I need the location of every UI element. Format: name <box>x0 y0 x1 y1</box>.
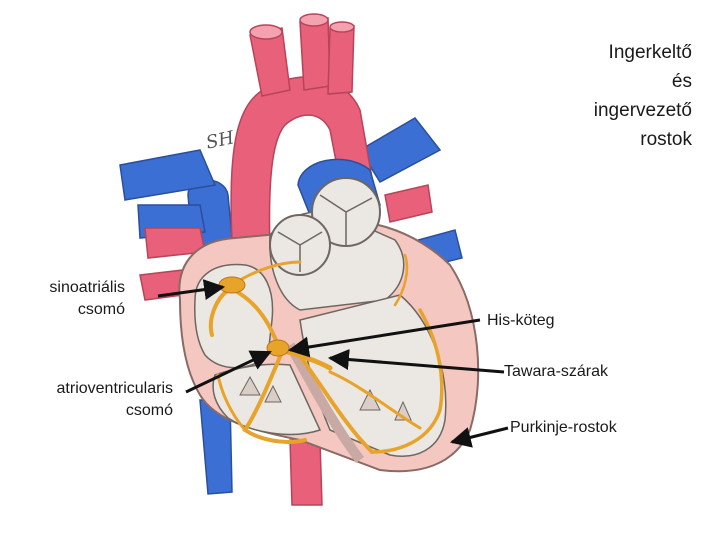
conduction-system <box>208 253 444 454</box>
arrow-tawara-branches <box>327 349 505 374</box>
label-sa-node: sinoatriális csomó <box>49 277 125 321</box>
artist-signature: SH <box>204 127 236 153</box>
left-pulmonary-veins <box>119 149 217 201</box>
label-his-bundle: His-köteg <box>487 312 555 329</box>
sa-node <box>218 276 246 294</box>
aortic-arch <box>230 76 373 251</box>
label-tawara-branches: Tawara-szárak <box>504 363 609 380</box>
label-purkinje-fibers: Purkinje-rostok <box>510 419 617 436</box>
diagram-title: Ingerkeltő és ingervezető rostok <box>594 38 692 154</box>
purkinje-mid <box>328 370 422 430</box>
title-line-4: rostok <box>640 129 692 150</box>
purkinje-left <box>370 308 444 454</box>
av-node <box>266 339 290 357</box>
title-line-1: Ingerkeltő <box>608 42 692 63</box>
arrow-purkinje-fibers <box>449 426 509 448</box>
descending-aorta <box>289 439 323 506</box>
left-subclavian-artery <box>327 25 355 95</box>
label-av-node-line1: atrioventricularis <box>56 380 173 397</box>
label-sa-node-line2: csomó <box>77 301 125 318</box>
label-sa-node-line1: sinoatriális <box>49 279 125 296</box>
left-bundle-branch <box>298 354 374 454</box>
label-av-node: atrioventricularis csomó <box>57 378 173 422</box>
purkinje-right <box>216 373 247 432</box>
right-pulmonary-veins <box>358 117 442 183</box>
right-pulmonary-artery <box>384 184 433 223</box>
label-av-node-line2: csomó <box>125 402 173 419</box>
arrow-his-bundle <box>287 318 481 358</box>
title-line-3: ingervezető <box>593 100 692 121</box>
left-carotid-artery <box>299 17 331 91</box>
title-line-2: és <box>671 71 692 92</box>
arrow-sa-node <box>157 279 226 300</box>
arrow-av-node <box>185 350 272 394</box>
